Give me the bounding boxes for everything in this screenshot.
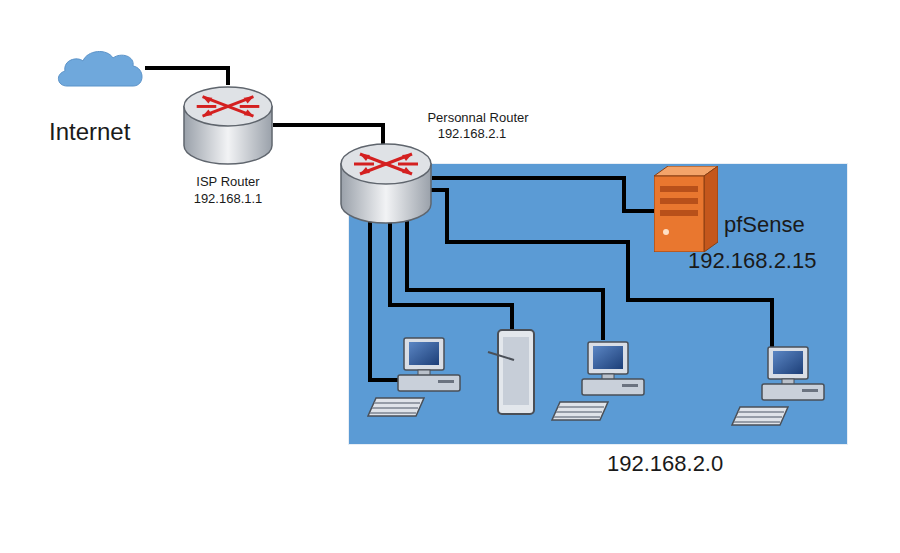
address-label: 192.168.2.15 bbox=[688, 248, 858, 273]
node-label: Internet bbox=[49, 118, 159, 146]
server-node: pfSense192.168.2.15 bbox=[654, 166, 718, 252]
computer-icon bbox=[732, 347, 824, 425]
computer-icon bbox=[552, 342, 644, 420]
network-cable bbox=[273, 125, 383, 144]
address-label: 192.168.2.1 bbox=[402, 127, 542, 142]
network-cable bbox=[432, 178, 654, 211]
node-label: pfSense bbox=[724, 212, 864, 237]
tablet-icon bbox=[488, 330, 534, 414]
router-node: Personnal Router192.168.2.1 bbox=[340, 142, 432, 224]
node-label: ISP Router bbox=[148, 175, 308, 190]
computer-icon bbox=[368, 338, 460, 416]
cloud-node: Internet bbox=[55, 48, 145, 88]
server-node-icon bbox=[654, 166, 718, 252]
router-node-icon bbox=[340, 142, 432, 224]
cloud-node-icon bbox=[55, 48, 145, 88]
router-node: ISP Router192.168.1.1 bbox=[183, 85, 273, 165]
network-cable bbox=[145, 68, 228, 85]
router-node-icon bbox=[183, 85, 273, 165]
address-label: 192.168.1.1 bbox=[148, 192, 308, 207]
node-label: 192.168.2.0 bbox=[607, 451, 767, 476]
node-label: Personnal Router bbox=[398, 111, 558, 126]
